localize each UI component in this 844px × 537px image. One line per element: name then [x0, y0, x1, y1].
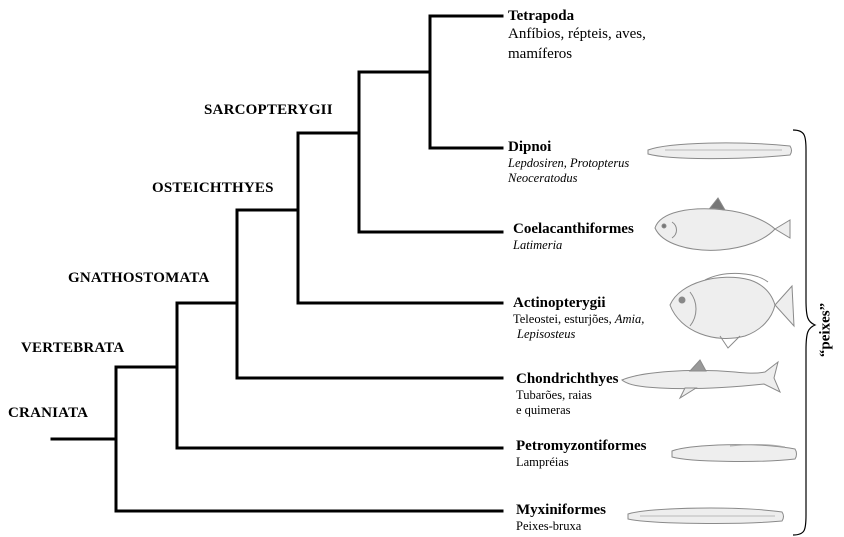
taxon-description: e quimeras: [516, 403, 619, 417]
clade-label-craniata: CRANIATA: [8, 405, 88, 422]
taxon-name: Coelacanthiformes: [513, 221, 634, 238]
taxon-description: Teleostei, esturjões,: [513, 312, 615, 326]
taxon-description-italic: Amia,: [615, 312, 645, 326]
hagfish-icon: [628, 508, 784, 523]
taxon-coelacanthiformes: Coelacanthiformes Latimeria: [513, 221, 634, 253]
taxon-description: Peixes-bruxa: [516, 519, 606, 533]
taxon-description: Lepisosteus: [517, 327, 575, 341]
clade-label-gnathostomata: GNATHOSTOMATA: [68, 270, 210, 287]
peixes-group-label: “peixes”: [818, 303, 835, 357]
coelacanth-icon: [655, 198, 790, 250]
eel-icon: [648, 143, 792, 159]
clade-label-osteichthyes: OSTEICHTHYES: [152, 180, 274, 197]
taxon-myxiniformes: Myxiniformes Peixes-bruxa: [516, 502, 606, 534]
taxon-description: Neoceratodus: [508, 171, 577, 185]
taxon-tetrapoda: Tetrapoda Anfíbios, répteis, aves, mamíf…: [508, 8, 646, 64]
taxon-name: Myxiniformes: [516, 502, 606, 519]
peixes-bracket: [793, 130, 815, 535]
taxon-dipnoi: Dipnoi Lepdosiren, Protopterus Neocerato…: [508, 139, 629, 185]
taxon-actinopterygii: Actinopterygii Teleostei, esturjões, Ami…: [513, 295, 644, 341]
bony-fish-icon: [670, 273, 794, 348]
taxon-description: mamíferos: [508, 45, 646, 65]
taxon-description: Tubarões, raias: [516, 388, 619, 402]
lamprey-icon: [672, 445, 797, 462]
taxon-name: Actinopterygii: [513, 295, 644, 312]
taxon-description: Lampréias: [516, 455, 647, 469]
taxon-name: Chondrichthyes: [516, 371, 619, 388]
taxon-name: Tetrapoda: [508, 8, 646, 25]
clade-label-vertebrata: VERTEBRATA: [21, 340, 124, 357]
shark-icon: [622, 360, 780, 398]
taxon-description: Latimeria: [513, 238, 562, 252]
taxon-name: Dipnoi: [508, 139, 629, 156]
taxon-description: Anfíbios, répteis, aves,: [508, 25, 646, 45]
clade-label-sarcopterygii: SARCOPTERYGII: [204, 102, 333, 119]
taxon-name: Petromyzontiformes: [516, 438, 647, 455]
taxon-petromyzontiformes: Petromyzontiformes Lampréias: [516, 438, 647, 470]
taxon-description: Lepdosiren, Protopterus: [508, 156, 629, 170]
taxon-chondrichthyes: Chondrichthyes Tubarões, raias e quimera…: [516, 371, 619, 417]
